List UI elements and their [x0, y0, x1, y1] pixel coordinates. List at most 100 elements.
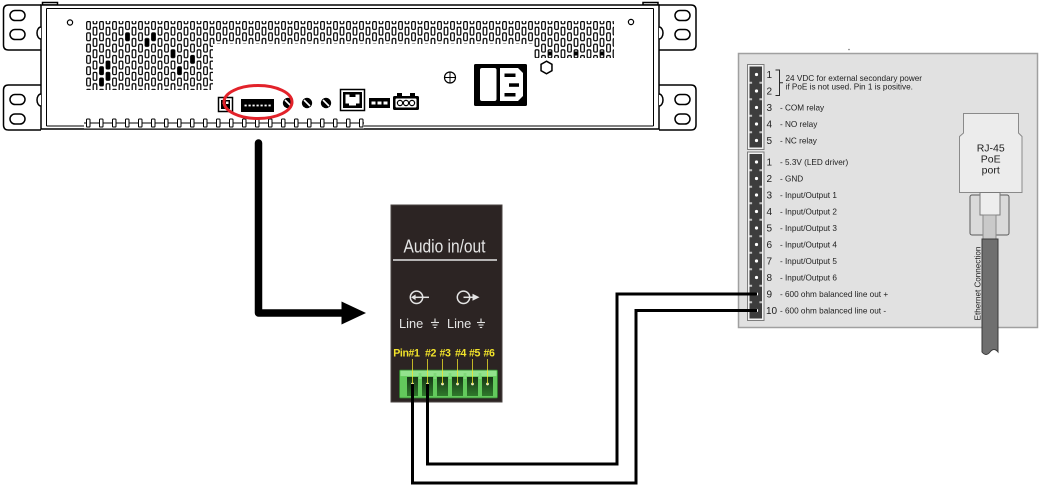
- socket-contact: [504, 73, 516, 77]
- connector-pin: [754, 275, 759, 280]
- terminal-slot: [482, 377, 493, 396]
- rj45-jack-latch: [349, 103, 356, 106]
- pin-description: - Input/Output 2: [780, 207, 837, 216]
- pin-number: 4: [767, 207, 773, 218]
- pin-number: 7: [767, 257, 773, 268]
- pin-number: 5: [767, 136, 773, 147]
- pin-description: - GND: [780, 174, 803, 183]
- terminal-block-connector-icon: [241, 99, 274, 112]
- vent-block-left: [86, 44, 213, 90]
- io-terminal-block: 1 2 3 4 5 6 7 8 9 10 - 5.3V (LED driver)…: [747, 151, 888, 321]
- mounting-hole: [674, 9, 691, 22]
- slotted-screw-icon: [301, 97, 313, 109]
- pin-description: - Input/Output 3: [780, 224, 837, 233]
- terminal-slot: [467, 377, 478, 396]
- elbow-arrow-right-icon: [254, 139, 366, 325]
- pin-number: 8: [767, 273, 773, 284]
- connector-notch: [759, 301, 762, 304]
- terminal-block-contact: [264, 104, 267, 107]
- pin-label: #4: [455, 348, 466, 360]
- connector-notch: [759, 251, 762, 254]
- connector-notch: [759, 185, 762, 188]
- connector-notch: [759, 98, 762, 101]
- connector-notch: [759, 169, 762, 172]
- rj45-port-label: RJ-45: [977, 143, 1005, 155]
- terminal-separator: [433, 373, 437, 379]
- connector-notch: [749, 131, 753, 134]
- ground-screw-icon: [443, 71, 457, 84]
- small-connector-pin: [226, 101, 229, 104]
- power-switch-icon: [480, 68, 497, 101]
- rj45-poe-port: RJ-45 PoE port: [959, 113, 1023, 193]
- terminal-separator: [418, 373, 422, 379]
- rj45-plug-neck: [979, 192, 1001, 216]
- pin-number: 1: [767, 158, 773, 169]
- pin-description: - 600 ohm balanced line out -: [780, 306, 886, 315]
- pin-number: 6: [767, 240, 773, 251]
- ethernet-cable: [981, 238, 999, 355]
- connector-latch-tab: [397, 93, 402, 97]
- vent-slot-dark: [190, 55, 195, 64]
- pin-label: Pin#1: [393, 348, 420, 360]
- pin-description: - Input/Output 6: [780, 273, 837, 282]
- terminal-block-contact: [260, 104, 263, 107]
- terminal-slot: [452, 377, 463, 396]
- connector-pin: [754, 72, 759, 77]
- connector-notch: [759, 284, 762, 287]
- line-in-icon-arrowhead: [411, 294, 416, 301]
- pin-description: - Input/Output 1: [780, 191, 837, 200]
- screw-slot: [322, 99, 330, 107]
- pin-header-pin: [377, 101, 382, 105]
- vent-slot-dark: [548, 51, 552, 56]
- vent-slot-dark: [99, 66, 104, 75]
- connector-notch: [749, 169, 753, 172]
- connector-notch: [749, 98, 753, 101]
- mounting-hole: [674, 28, 691, 41]
- connector-pin: [754, 259, 759, 263]
- green-terminal-block-icon: [399, 369, 498, 399]
- line-out-label: Line: [447, 316, 471, 331]
- connector-contact: [396, 99, 404, 107]
- line-in-icon: [409, 290, 429, 305]
- vent-grille-icon: [86, 21, 614, 90]
- audio-wiring: [411, 292, 757, 485]
- socket-contact: [509, 83, 519, 87]
- vent-slot-dark: [574, 51, 578, 56]
- vent-slot-dark: [171, 49, 175, 58]
- vent-slot-dark: [106, 72, 110, 81]
- connector-notch: [759, 81, 762, 84]
- connector-notch: [759, 202, 762, 205]
- wire-pin1-to-io-pin10: [411, 309, 757, 485]
- rivet-bump: [658, 93, 664, 107]
- connector-notch: [759, 114, 762, 117]
- connector-pin: [754, 176, 759, 181]
- pin-number: 10: [766, 306, 778, 317]
- rack-unit-rear-panel: [2, 1, 697, 131]
- pin-group-bracket: [775, 69, 783, 96]
- module-faceplate: [390, 204, 503, 403]
- ethernet-connection-label: Ethernet Connection: [973, 247, 982, 321]
- mounting-hole: [674, 93, 691, 106]
- vent-slot-dark: [177, 66, 182, 75]
- highlight-ellipse: [222, 84, 294, 120]
- pin-number: 4: [767, 120, 773, 131]
- connector-contact: [408, 99, 416, 107]
- wire-pin2-to-io-pin9: [426, 292, 757, 466]
- vent-slot-dark: [145, 38, 149, 47]
- connector-pin: [754, 193, 759, 197]
- rivet-bump: [658, 26, 664, 40]
- power-note-line: if PoE is not used. Pin 1 is positive.: [786, 83, 913, 92]
- power-note-line: 24 VDC for external secondary power: [786, 74, 923, 83]
- connector-notch: [759, 131, 762, 134]
- terminal-separator: [448, 373, 452, 379]
- connector-notch: [749, 301, 753, 304]
- pin-number: 5: [767, 224, 773, 235]
- ethernet-cable-icon: [969, 192, 1010, 355]
- mounting-hole: [674, 113, 691, 125]
- pin-label: #5: [469, 348, 480, 360]
- vent-slot-dark: [151, 32, 156, 41]
- pin-header-pin: [383, 101, 388, 105]
- connector-contact: [402, 99, 410, 107]
- connector-pin: [754, 89, 759, 93]
